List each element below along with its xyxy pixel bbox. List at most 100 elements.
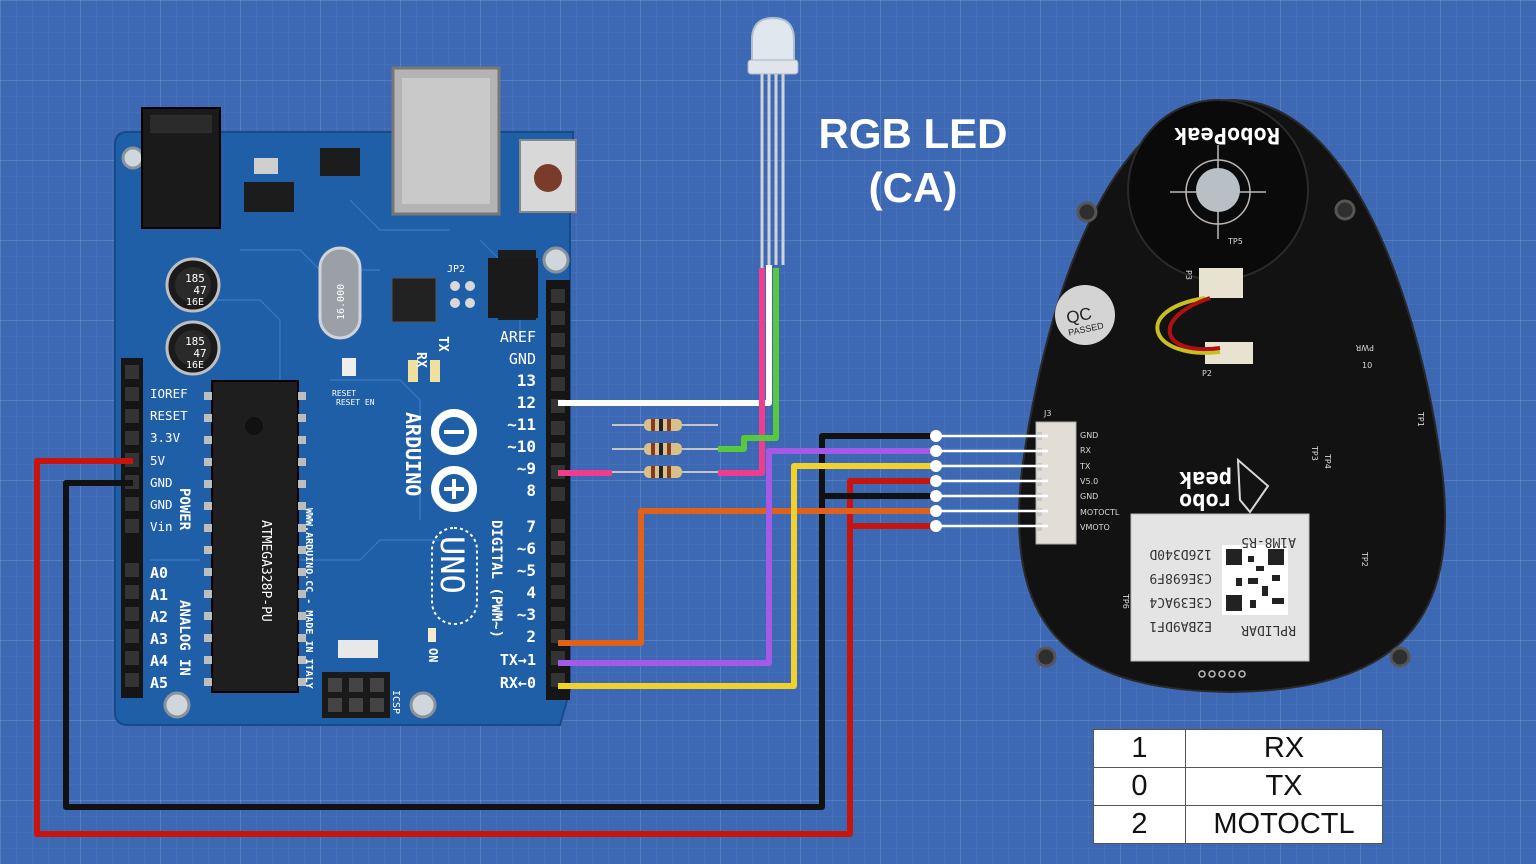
crystal-label: 16.000 — [336, 284, 347, 320]
tp1-label: TP1 — [1416, 411, 1425, 427]
pin-gnd-digital: GND — [509, 350, 536, 368]
pin-a0: A0 — [150, 564, 168, 582]
qc-label: QC — [1065, 304, 1094, 328]
j3-label: J3 — [1043, 409, 1051, 418]
arduino-board: 185 47 16E 185 47 16E 16.000 JP2 RX TX R… — [114, 66, 577, 726]
pin-a2: A2 — [150, 608, 168, 626]
pin-a3: A3 — [150, 630, 168, 648]
table-cell-lidar-pin: RX — [1185, 729, 1383, 768]
tp5-label: TP5 — [1227, 237, 1243, 246]
power-title: POWER — [176, 488, 192, 531]
cap2-line1: 185 — [185, 335, 205, 348]
lidar-brand: RoboPeak — [1174, 122, 1280, 147]
wire-yellow-tx — [558, 463, 936, 689]
pin-aref: AREF — [500, 328, 536, 346]
serial-2: C3E698F9 — [1149, 570, 1212, 585]
wires — [34, 265, 936, 837]
lidar-pin-gnd: GND — [1080, 431, 1098, 440]
p3-label: P3 — [1184, 270, 1193, 280]
pin-1-tx: TX→1 — [500, 651, 536, 669]
pin-8: 8 — [526, 481, 536, 500]
wire-red-5v — [34, 458, 936, 837]
table-row: 0 TX — [1093, 767, 1383, 806]
p2-label: P2 — [1202, 369, 1212, 378]
tp3-label: TP3 — [1310, 445, 1319, 461]
led-title: RGB LED — [819, 110, 1008, 157]
resistors — [612, 419, 718, 478]
pin-3v3: 3.3V — [150, 430, 181, 445]
cap2-line2: 47 — [193, 347, 206, 360]
serial-3: C3E39AC4 — [1149, 594, 1212, 609]
pin-reset: RESET — [150, 408, 188, 423]
pin-gnd-2: GND — [150, 497, 173, 512]
on-label: ON — [426, 648, 440, 662]
serial-1: 126D340D — [1149, 546, 1212, 561]
cap1-line1: 185 — [185, 272, 205, 285]
resistor — [644, 443, 682, 455]
pin-gnd-1: GND — [150, 475, 173, 490]
icsp-label: ICSP — [390, 690, 401, 714]
pin-5: ~5 — [517, 561, 536, 580]
arduino-brand: ARDUINO — [401, 412, 425, 496]
pin-0-rx: RX←0 — [500, 674, 536, 692]
lidar-pin-motoctl: MOTOCTL — [1080, 508, 1120, 517]
chip-label: ATMEGA328P-PU — [258, 520, 273, 622]
table-cell-lidar-pin: MOTOCTL — [1185, 805, 1383, 844]
jp2-label: JP2 — [447, 264, 465, 275]
pin-9: ~9 — [517, 459, 536, 478]
pin-10: ~10 — [507, 437, 536, 456]
table-cell-lidar-pin: TX — [1185, 767, 1383, 806]
logo-line2: peak — [1179, 466, 1232, 491]
pin-a5: A5 — [150, 674, 168, 692]
made-in-label: WWW.ARDUINO.CC - MADE IN ITALY — [303, 508, 314, 689]
digital-title: DIGITAL (PWM~) — [488, 520, 504, 638]
tx-led-label: TX — [435, 336, 450, 352]
rplidar-board: RoboPeak QC PASSED PWR J3 GND RX TX V5.0… — [1018, 98, 1446, 694]
pin-3: ~3 — [517, 605, 536, 624]
lidar-pin-vmoto: VMOTO — [1080, 523, 1110, 532]
analog-title: ANALOG IN — [176, 600, 192, 676]
pin-vin: Vin — [150, 519, 173, 534]
rx-led-label: RX — [413, 352, 428, 368]
pin-a1: A1 — [150, 586, 168, 604]
arduino-infinity-logo — [431, 409, 477, 512]
pin-12: 12 — [517, 393, 536, 412]
tp4-label: TP4 — [1323, 453, 1332, 469]
serial-4: E2BA9DF1 — [1149, 618, 1212, 633]
resistor — [644, 419, 682, 431]
connector-leads — [930, 430, 1048, 532]
table-row: 1 RX — [1093, 729, 1383, 768]
table-cell-arduino-pin: 2 — [1093, 805, 1186, 844]
resistor — [644, 466, 682, 478]
lidar-pin-gnd-2: GND — [1080, 492, 1098, 501]
pin-7: 7 — [526, 517, 536, 536]
pin-5v: 5V — [150, 453, 166, 468]
lidar-pin-rx: RX — [1080, 446, 1092, 455]
cap1-line2: 47 — [193, 284, 206, 297]
reset-en-label: RESET EN — [336, 398, 375, 407]
tp6-label: TP6 — [1121, 593, 1130, 609]
lidar-name: RPLIDAR — [1241, 622, 1296, 637]
lidar-pin-tx: TX — [1079, 462, 1091, 471]
pin-ioref: IOREF — [150, 386, 188, 401]
pin-a4: A4 — [150, 652, 168, 670]
wire-white-led — [558, 265, 772, 406]
cap2-line3: 16E — [186, 360, 204, 371]
lidar-pin-v5: V5.0 — [1080, 477, 1098, 486]
table-cell-arduino-pin: 1 — [1093, 729, 1186, 768]
lidar-model: A1M8-R5 — [1241, 534, 1296, 549]
pin-2: 2 — [526, 627, 536, 646]
wire-black-gnd — [63, 433, 936, 810]
pwr-label: PWR — [1355, 343, 1374, 352]
pin-11: ~11 — [507, 415, 536, 434]
pin-mapping-table: 1 RX 0 TX 2 MOTOCTL — [1093, 729, 1383, 844]
wire-orange-motoctl — [558, 508, 936, 646]
wire-pink-led — [558, 268, 765, 476]
table-cell-arduino-pin: 0 — [1093, 767, 1186, 806]
wire-purple-rx — [558, 448, 936, 666]
ten-label: 10 — [1362, 361, 1372, 370]
pin-13: 13 — [517, 371, 536, 390]
tp2-label: TP2 — [1360, 551, 1369, 567]
pin-4: 4 — [526, 583, 536, 602]
